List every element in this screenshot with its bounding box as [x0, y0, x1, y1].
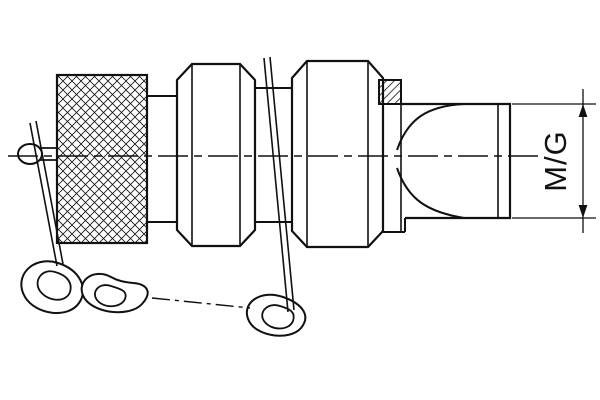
- dimension-label: M/G: [538, 130, 573, 192]
- shoulder-arc-top: [396, 103, 465, 151]
- arrow-down-icon: [578, 205, 588, 218]
- hex-nut-front-facets: [191, 64, 241, 246]
- lanyard-wire-left: [29, 120, 64, 267]
- cord-loop-right-inner: [261, 304, 295, 330]
- collar-step: [383, 218, 406, 233]
- coupling-body: [17, 59, 512, 249]
- probe-tip: [17, 143, 43, 165]
- shoulder-arc-bottom: [396, 167, 465, 219]
- hex-nut-front: [175, 62, 257, 248]
- lanyard-wire-right: [263, 56, 295, 313]
- cord-loop-middle-inner: [94, 284, 127, 308]
- cord-centerline: [151, 297, 251, 309]
- hex-locknut-facets: [306, 61, 369, 247]
- hex-locknut: [290, 59, 385, 249]
- dust-cap-loops: [20, 260, 307, 337]
- cord-loop-left-inner: [36, 270, 72, 301]
- neck-section: [147, 95, 177, 223]
- seal-washer: [378, 79, 402, 105]
- knurled-cap: [55, 73, 149, 245]
- dimension: M/G: [512, 89, 596, 233]
- arrow-up-icon: [578, 104, 588, 117]
- lanyard-wires: [29, 56, 295, 313]
